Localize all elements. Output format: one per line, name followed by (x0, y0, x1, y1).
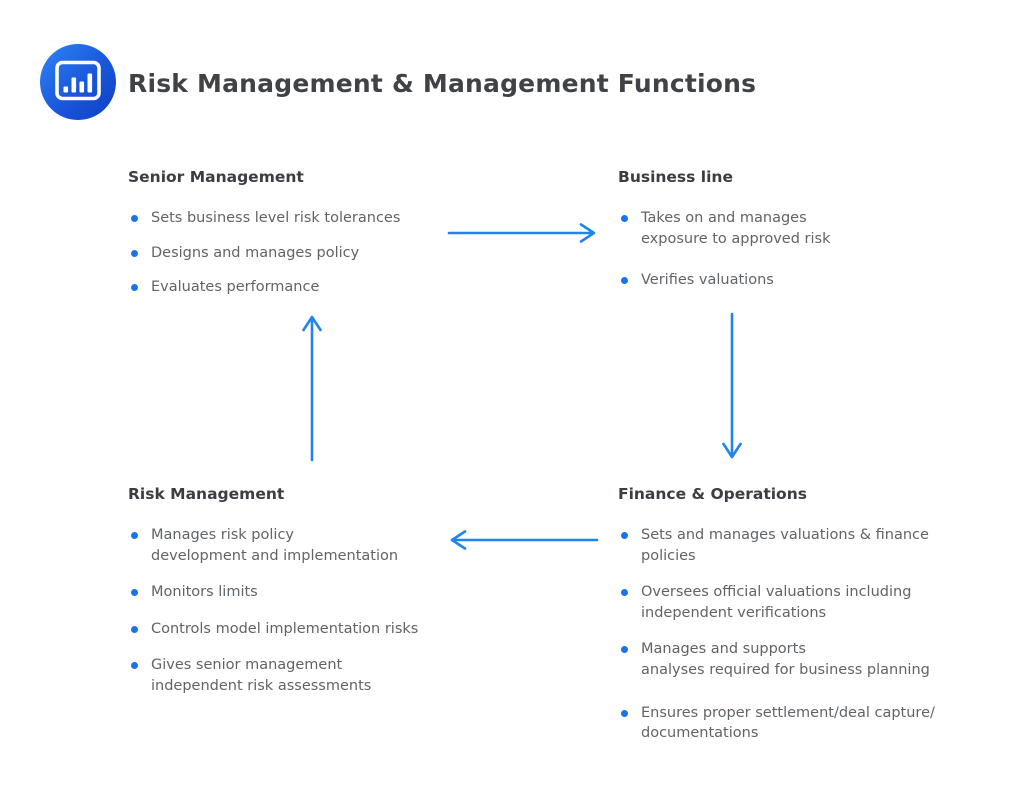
bullet-dot-icon (621, 215, 628, 223)
list-item: Manages and supports analyses required f… (618, 639, 1008, 680)
list-item: Sets and manages valuations & finance po… (618, 525, 1008, 566)
list-item: Manages risk policy development and impl… (128, 525, 488, 566)
list-item: Ensures proper settlement/deal capture/ … (618, 703, 1008, 744)
bullet-dot-icon (621, 589, 628, 597)
list-item: Monitors limits (128, 582, 488, 603)
bullet-dot-icon (131, 284, 138, 292)
section-finance-operations: Finance & Operations Sets and manages va… (618, 485, 1008, 758)
bullet-dot-icon (621, 646, 628, 654)
bullet-dot-icon (131, 625, 138, 633)
bullet-dot-icon (131, 249, 138, 257)
list-item: Controls model implementation risks (128, 619, 488, 640)
list-item: Oversees official valuations including i… (618, 582, 1008, 623)
list-item: Sets business level risk tolerances (128, 208, 488, 229)
arrow-finance-to-risk-icon (444, 528, 600, 552)
bullet-dot-icon (621, 277, 628, 285)
arrow-senior-to-business-icon (446, 221, 602, 245)
bullet-dot-icon (131, 532, 138, 540)
logo-badge (40, 44, 116, 120)
section-senior-management: Senior Management Sets business level ri… (128, 168, 488, 312)
arrow-business-to-finance-icon (720, 311, 744, 465)
bar-chart-icon (55, 60, 101, 105)
list-item: Designs and manages policy (128, 243, 488, 264)
bullet-list: Sets and manages valuations & finance po… (618, 525, 1008, 744)
list-item: Gives senior management independent risk… (128, 655, 488, 696)
bullet-dot-icon (621, 709, 628, 717)
page-title: Risk Management & Management Functions (128, 69, 757, 98)
list-item: Verifies valuations (618, 270, 998, 291)
bullet-dot-icon (131, 662, 138, 670)
section-title: Business line (618, 168, 733, 186)
bullet-dot-icon (131, 215, 138, 223)
section-risk-management: Risk Management Manages risk policy deve… (128, 485, 488, 711)
bullet-dot-icon (131, 589, 138, 597)
arrow-risk-to-senior-icon (300, 309, 324, 463)
section-title: Senior Management (128, 168, 304, 186)
bullet-list: Sets business level risk tolerances Desi… (128, 208, 488, 298)
section-title: Finance & Operations (618, 485, 807, 503)
bullet-list: Manages risk policy development and impl… (128, 525, 488, 696)
bullet-dot-icon (621, 532, 628, 540)
bullet-list: Takes on and manages exposure to approve… (618, 208, 998, 291)
section-title: Risk Management (128, 485, 285, 503)
list-item: Evaluates performance (128, 277, 488, 298)
list-item: Takes on and manages exposure to approve… (618, 208, 998, 249)
section-business-line: Business line Takes on and manages expos… (618, 168, 998, 305)
